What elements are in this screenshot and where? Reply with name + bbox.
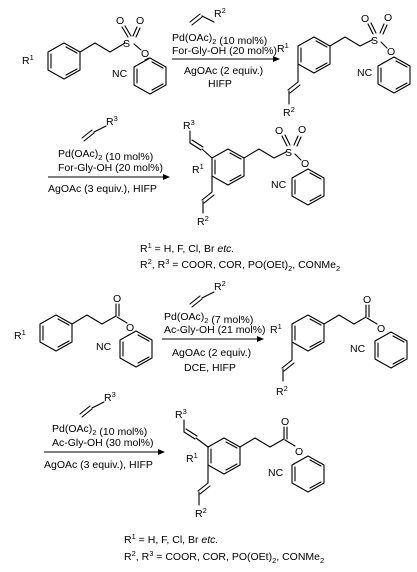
oxygen-atom: O <box>377 323 385 335</box>
r2-label: R2 <box>197 214 209 228</box>
oxygen-atom: O <box>363 294 371 306</box>
reaction-3: R1 O O NC R2 Pd(OAc)2 (7 mol%) Ac-Gly-OH… <box>14 279 408 398</box>
oxygen-atom: O <box>301 158 309 170</box>
condition-text: For-Gly-OH (20 mol%) <box>172 45 277 57</box>
alkene-reagent-2: R3 <box>81 114 118 142</box>
reaction-4: R3 Pd(OAc)2 (10 mol%) Ac-Gly-OH (30 mol%… <box>44 390 325 565</box>
arrow-head <box>158 449 165 455</box>
condition-text: Pd(OAc)2 (10 mol%) <box>58 148 153 163</box>
r1-label: R1 <box>14 328 26 342</box>
arrow-head <box>273 56 280 62</box>
arrow-head <box>257 336 264 342</box>
nitrile-label: NC <box>112 68 128 80</box>
r2-label: R2 <box>195 506 207 520</box>
condition-text: For-Gly-OH (20 mol%) <box>58 162 163 174</box>
reaction-1: R1 S O O O NC R2 <box>22 6 411 119</box>
nitrile-label: NC <box>268 467 284 479</box>
oxygen-atom: O <box>281 416 289 428</box>
oxygen-atom: O <box>141 48 149 60</box>
alkene-reagent-3: R2 <box>189 279 226 308</box>
sulfur-atom: S <box>371 35 378 47</box>
condition-text: AgOAc (3 equiv.), HIFP <box>44 459 153 471</box>
condition-text: AgOAc (2 equiv.) <box>172 347 251 359</box>
condition-text: Ac-Gly-OH (30 mol%) <box>52 437 154 449</box>
nitrile-label: NC <box>350 343 366 355</box>
r3-label: R3 <box>175 407 187 421</box>
reaction-2: R3 Pd(OAc)2 (10 mol%) For-Gly-OH (20 mol… <box>48 114 340 273</box>
r1-label: R1 <box>186 451 198 465</box>
r3-label: R3 <box>104 390 116 404</box>
substituent-note: R1 = H, F, Cl, Br etc. <box>124 532 218 546</box>
condition-text: Pd(OAc)2 (10 mol%) <box>172 32 267 47</box>
arrow-head <box>163 174 170 180</box>
product-3: R1 O O NC R2 <box>270 294 408 398</box>
condition-text: Pd(OAc)2 (7 mol%) <box>164 311 253 326</box>
alkene-reagent-1: R2 <box>189 6 226 26</box>
nitrile-label: NC <box>357 67 373 79</box>
r1-label: R1 <box>22 53 34 67</box>
substrate-3: R1 O O NC <box>14 293 153 368</box>
oxygen-atom: O <box>361 13 369 25</box>
r2-label: R2 <box>283 105 295 119</box>
r3-label: R3 <box>106 114 118 128</box>
nitrile-label: NC <box>271 179 287 191</box>
oxygen-atom: O <box>295 446 303 458</box>
condition-text: Pd(OAc)2 (10 mol%) <box>52 423 147 438</box>
r1-label: R1 <box>277 41 289 55</box>
product-2: R3 R1 S O O O NC <box>183 118 325 228</box>
oxygen-atom: O <box>113 293 121 305</box>
oxygen-atom: O <box>298 124 306 136</box>
condition-text: DCE, HIFP <box>184 362 236 374</box>
r1-label: R1 <box>192 162 204 176</box>
oxygen-atom: O <box>126 322 134 334</box>
alkene-reagent-4: R3 <box>79 390 116 418</box>
sulfur-atom: S <box>123 38 130 50</box>
substituent-note: R2, R3 = COOR, COR, PO(OEt)2, CONMe2 <box>140 257 340 273</box>
r3-label: R3 <box>183 118 195 132</box>
substrate-1: R1 S O O O NC <box>22 15 167 95</box>
product-1: R1 S O O O NC R2 <box>277 12 411 119</box>
r2-label: R2 <box>276 384 288 398</box>
substituent-note: R1 = H, F, Cl, Br etc. <box>140 241 234 255</box>
condition-text: Ac-Gly-OH (21 mol%) <box>164 324 266 336</box>
oxygen-atom: O <box>116 15 124 27</box>
substituent-note: R2, R3 = COOR, COR, PO(OEt)2, CONMe2 <box>124 549 324 565</box>
oxygen-atom: O <box>387 46 395 58</box>
condition-text: AgOAc (2 equiv.) <box>184 65 263 77</box>
oxygen-atom: O <box>136 15 144 27</box>
product-4: R3 R1 O O NC R2 <box>175 407 325 520</box>
condition-text: AgOAc (3 equiv.), HIFP <box>48 183 157 195</box>
r2-label: R2 <box>214 6 226 20</box>
sulfur-atom: S <box>285 147 292 159</box>
nitrile-label: NC <box>96 341 112 353</box>
r2-label: R2 <box>214 279 226 293</box>
condition-text: HIFP <box>208 78 232 90</box>
oxygen-atom: O <box>275 125 283 137</box>
oxygen-atom: O <box>384 12 392 24</box>
r1-label: R1 <box>270 322 282 336</box>
